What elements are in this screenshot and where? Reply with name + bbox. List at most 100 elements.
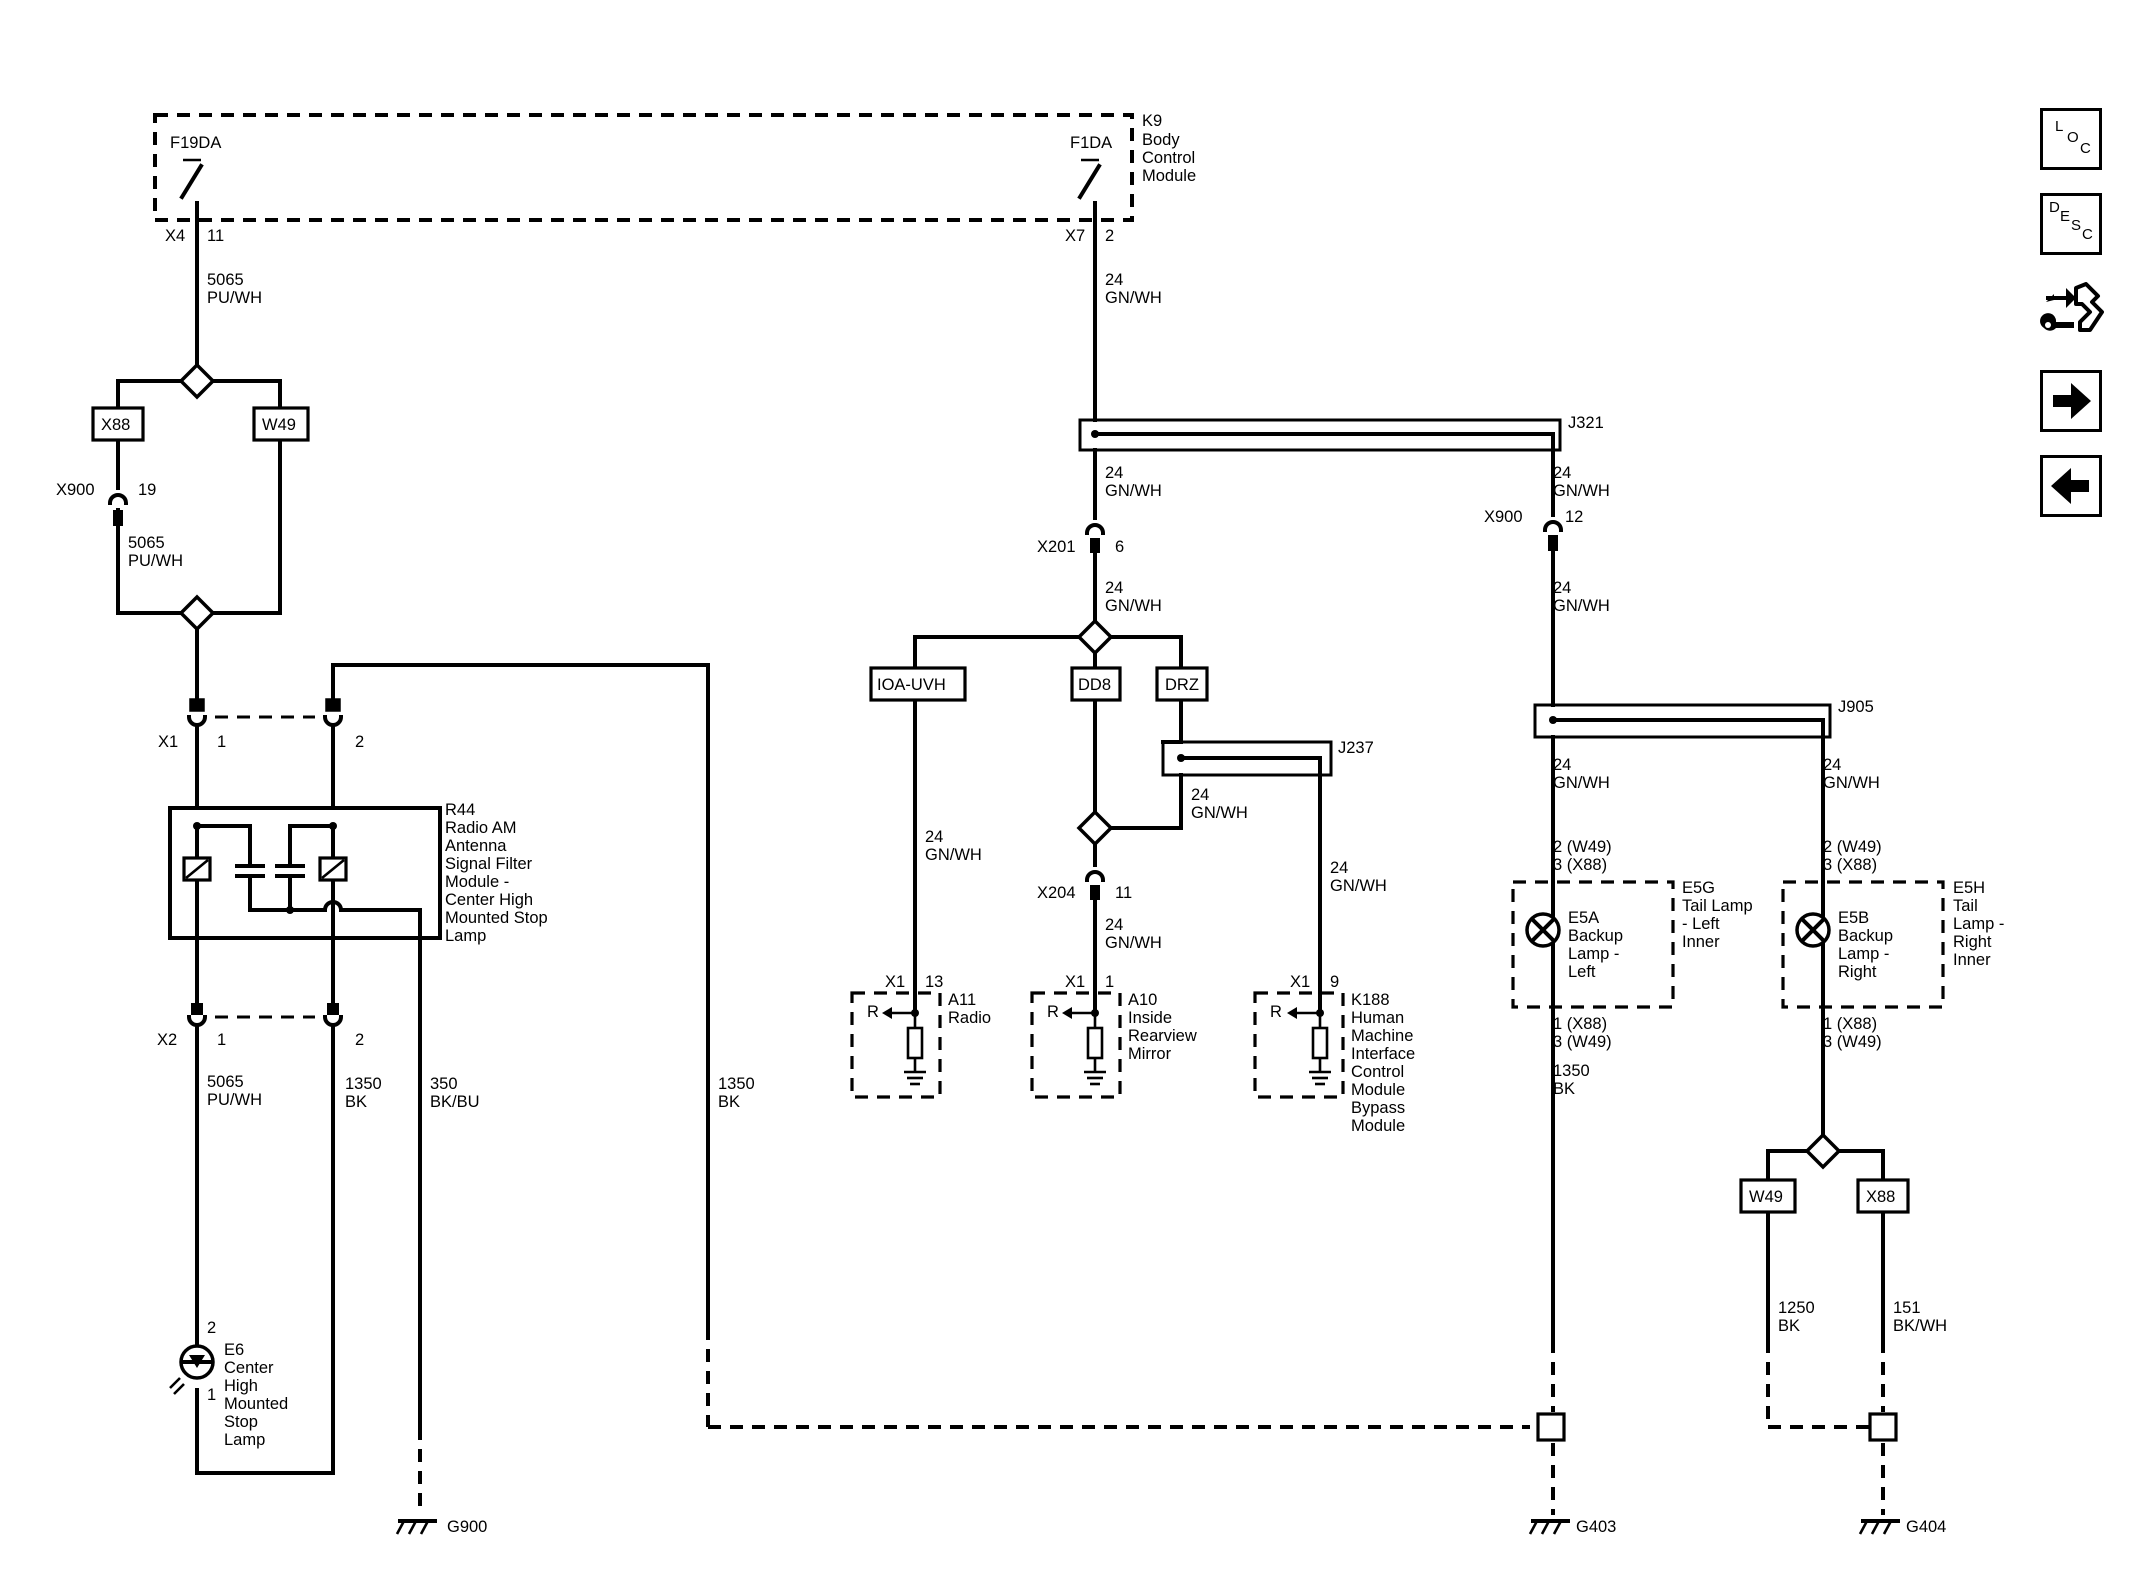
x201-pin: 6	[1115, 538, 1124, 556]
e5g-name-3: Inner	[1682, 933, 1720, 951]
fuse-f19da-label: F19DA	[170, 134, 221, 152]
circuit-1250-color: BK	[1778, 1317, 1800, 1335]
arrow-right-icon	[2053, 383, 2091, 419]
e6-name-3: Mounted	[224, 1395, 288, 1413]
circuit-24-g-color: GN/WH	[1823, 774, 1880, 792]
r44-name-3: Signal Filter	[445, 855, 533, 873]
k188-id: K188	[1351, 991, 1390, 1009]
x4-pin: 11	[207, 227, 224, 245]
a11-x1: X1	[885, 973, 905, 991]
desc-letter-e: E	[2060, 208, 2071, 225]
e5h-id: E5H	[1953, 879, 1985, 897]
e6-id: E6	[224, 1341, 244, 1359]
location-button[interactable]: L O C	[2040, 108, 2102, 170]
g403-label: G403	[1576, 1518, 1616, 1536]
ground-g403-icon	[1528, 1519, 1570, 1535]
e5b-id: E5B	[1838, 909, 1869, 927]
circuit-24-c-color: GN/WH	[1553, 482, 1610, 500]
e5a-name-2: Lamp -	[1568, 945, 1619, 963]
a10-x1: X1	[1065, 973, 1085, 991]
a10-inside-rearview-mirror[interactable]	[1030, 991, 1122, 1099]
k188-name-1: Human	[1351, 1009, 1404, 1027]
e6-name-2: High	[224, 1377, 258, 1395]
option-box-x88-a	[91, 406, 145, 442]
option-box-dd8	[1070, 666, 1122, 702]
circuit-24-j: 24	[1330, 859, 1348, 877]
e5a-gnd-pin-b: 3 (W49)	[1553, 1033, 1612, 1051]
circuit-1350-c: 1350	[1553, 1062, 1590, 1080]
x7-pin: 2	[1105, 227, 1114, 245]
k9-name-2: Control	[1142, 149, 1195, 167]
e5a-name-1: Backup	[1568, 927, 1623, 945]
circuit-1250: 1250	[1778, 1299, 1815, 1317]
circuit-24-e-color: GN/WH	[1553, 597, 1610, 615]
e5g-name-1: Tail Lamp	[1682, 897, 1753, 915]
j905-label: J905	[1838, 698, 1874, 716]
e6-name-1: Center	[224, 1359, 274, 1377]
x4-label: X4	[165, 227, 185, 245]
x900-a-label: X900	[56, 481, 95, 499]
circuit-1350-a-color: BK	[345, 1093, 367, 1111]
circuit-5065-b: 5065	[128, 534, 165, 552]
g900-label: G900	[447, 1518, 487, 1536]
circuit-24-h-color: GN/WH	[1191, 804, 1248, 822]
a11-radio-module[interactable]	[850, 991, 942, 1099]
e6-pin1: 1	[207, 1386, 216, 1404]
circuit-1350-b-color: BK	[718, 1093, 740, 1111]
circuit-1350-c-color: BK	[1553, 1080, 1575, 1098]
x900-b-label: X900	[1484, 508, 1523, 526]
circuit-24-a-color: GN/WH	[1105, 289, 1162, 307]
k188-name-2: Machine	[1351, 1027, 1413, 1045]
circuit-24-d: 24	[1105, 579, 1123, 597]
circuit-24-j-color: GN/WH	[1330, 877, 1387, 895]
r44-name-1: Radio AM	[445, 819, 517, 837]
circuit-24-f: 24	[1553, 756, 1571, 774]
x2-connector	[186, 1003, 344, 1475]
loc-letter-c: C	[2080, 140, 2091, 157]
k188-hmi-control-module[interactable]	[1253, 991, 1345, 1099]
r44-module[interactable]	[168, 806, 442, 1429]
r44-name-7: Lamp	[445, 927, 486, 945]
r44-name-5: Center High	[445, 891, 533, 909]
previous-button[interactable]	[2040, 455, 2102, 517]
description-button[interactable]: D E S C	[2040, 193, 2102, 255]
left-circuit-wires	[107, 226, 1530, 1429]
k9-body-control-module[interactable]	[153, 113, 1134, 230]
x2-pin2: 2	[355, 1031, 364, 1049]
circuit-24-b: 24	[1105, 464, 1123, 482]
a10-pin: 1	[1105, 973, 1114, 991]
x900-b-pin: 12	[1565, 508, 1583, 526]
e5a-pin-b: 3 (X88)	[1553, 856, 1607, 874]
x900-a-pin: 19	[138, 481, 156, 499]
g404-label: G404	[1906, 1518, 1946, 1536]
wrench-connector-icon[interactable]	[2040, 278, 2106, 344]
k188-r: R	[1270, 1003, 1282, 1021]
circuit-24-h: 24	[1191, 786, 1209, 804]
e5a-backup-lamp-left[interactable]	[1511, 880, 1675, 1009]
option-x88-b-label: X88	[1866, 1188, 1895, 1206]
x2-pin1: 1	[217, 1031, 226, 1049]
e6-name-5: Lamp	[224, 1431, 265, 1449]
k9-id: K9	[1142, 112, 1162, 130]
e6-name-4: Stop	[224, 1413, 258, 1431]
e5b-backup-lamp-right[interactable]	[1781, 880, 1945, 1009]
e5b-gnd-pin-b: 3 (W49)	[1823, 1033, 1882, 1051]
next-button[interactable]	[2040, 370, 2102, 432]
option-box-ioa-uvh	[869, 666, 967, 702]
circuit-24-g: 24	[1823, 756, 1841, 774]
x1-r44-label: X1	[158, 733, 178, 751]
option-x88-a-label: X88	[101, 416, 130, 434]
k188-name-5: Module	[1351, 1081, 1405, 1099]
circuit-24-f-color: GN/WH	[1553, 774, 1610, 792]
right-circuit-wires	[1533, 448, 1885, 1515]
arrow-left-icon	[2051, 468, 2089, 504]
ground-g404-icon	[1858, 1519, 1900, 1535]
circuit-24-d-color: GN/WH	[1105, 597, 1162, 615]
a11-pin: 13	[925, 973, 943, 991]
a10-r: R	[1047, 1003, 1059, 1021]
splice-top-left	[178, 362, 216, 400]
e6-center-high-mounted-stop-lamp[interactable]	[169, 1344, 215, 1395]
k9-name-1: Body	[1142, 131, 1180, 149]
splice-middle-top	[1076, 618, 1114, 656]
